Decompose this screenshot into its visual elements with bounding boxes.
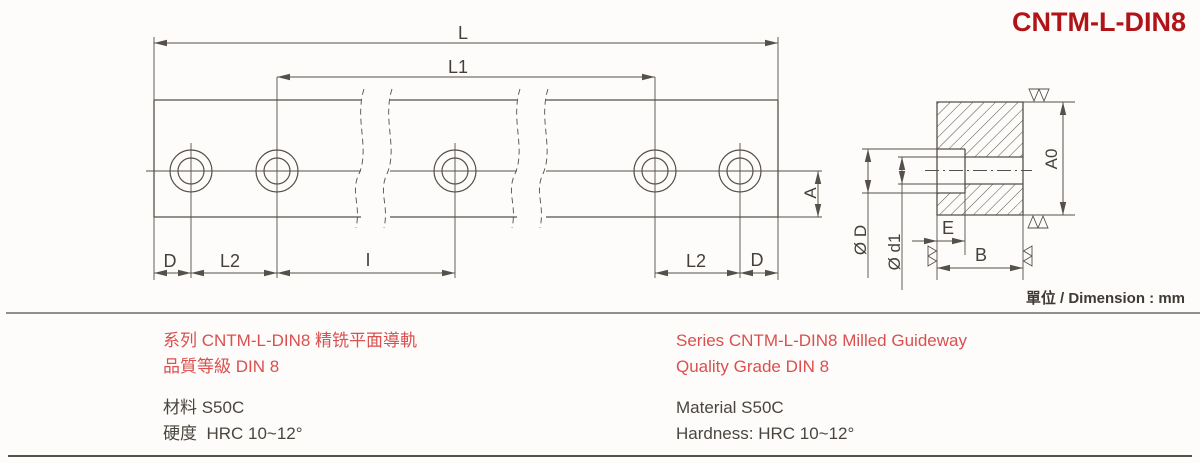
surface-finish-icon (1028, 88, 1050, 103)
spec-zh-grade-line: 品質等級 DIN 8 (163, 357, 280, 376)
spec-zh-material: 材料 S50C 硬度 HRC 10~12° (163, 395, 633, 447)
spec-en-series: Series CNTM-L-DIN8 Milled Guideway Quali… (676, 328, 1146, 380)
dim-label-B: B (975, 245, 987, 265)
dim-label-D-left: D (164, 251, 177, 271)
plan-view: L L1 D L2 I L2 D A (146, 23, 822, 280)
page-title: CNTM-L-DIN8 (1012, 7, 1186, 37)
guideway-drawing-svg: L L1 D L2 I L2 D A (146, 23, 1075, 290)
dim-label-L2-right: L2 (686, 251, 706, 271)
dim-label-A: A (801, 187, 820, 199)
surface-finish-icon (1022, 245, 1033, 267)
dim-label-L2-left: L2 (220, 251, 240, 271)
spec-en-material-line: Material S50C (676, 398, 784, 417)
section-dimension-lines (864, 102, 1067, 272)
surface-finish-icon (1027, 214, 1049, 229)
surface-finish-icons (927, 88, 1050, 267)
dim-label-I: I (365, 250, 370, 270)
spec-zh-series: 系列 CNTM-L-DIN8 精铣平面導軌 品質等級 DIN 8 (163, 328, 633, 380)
extension-lines (153, 37, 779, 280)
dimension-lines (154, 39, 822, 277)
bottom-border-line (8, 455, 1192, 457)
spec-zh-material-line: 材料 S50C (163, 398, 245, 417)
dim-label-dia-d1: Ø d1 (885, 234, 904, 271)
separator-line (6, 312, 1200, 314)
technical-drawing: L L1 D L2 I L2 D A (146, 23, 1075, 290)
spec-zh-series-line: 系列 CNTM-L-DIN8 精铣平面導軌 (163, 331, 418, 350)
spec-en-series-line: Series CNTM-L-DIN8 Milled Guideway (676, 331, 967, 350)
hole-centerline (146, 170, 822, 218)
section-hatch (937, 102, 1023, 215)
dim-label-dia-D: Ø D (851, 225, 870, 255)
dim-label-E: E (942, 218, 954, 238)
dim-label-A0: A0 (1042, 149, 1061, 170)
dim-label-L: L (458, 23, 468, 43)
spec-en-grade-line: Quality Grade DIN 8 (676, 357, 830, 376)
section-view: Ø D Ø d1 E B A0 (851, 88, 1075, 290)
spec-en-material: Material S50C Hardness: HRC 10~12° (676, 395, 1146, 447)
spec-zh-hardness-line: 硬度 HRC 10~12° (163, 424, 303, 443)
section-outline (936, 101, 1024, 216)
section-extension-lines (862, 101, 1075, 290)
units-note: 單位 / Dimension : mm (1025, 290, 1185, 307)
spec-en-hardness-line: Hardness: HRC 10~12° (676, 424, 855, 443)
rail-outline (153, 99, 779, 218)
surface-finish-icon (927, 245, 938, 267)
dim-label-D-right: D (751, 250, 764, 270)
dim-label-L1: L1 (448, 57, 468, 77)
